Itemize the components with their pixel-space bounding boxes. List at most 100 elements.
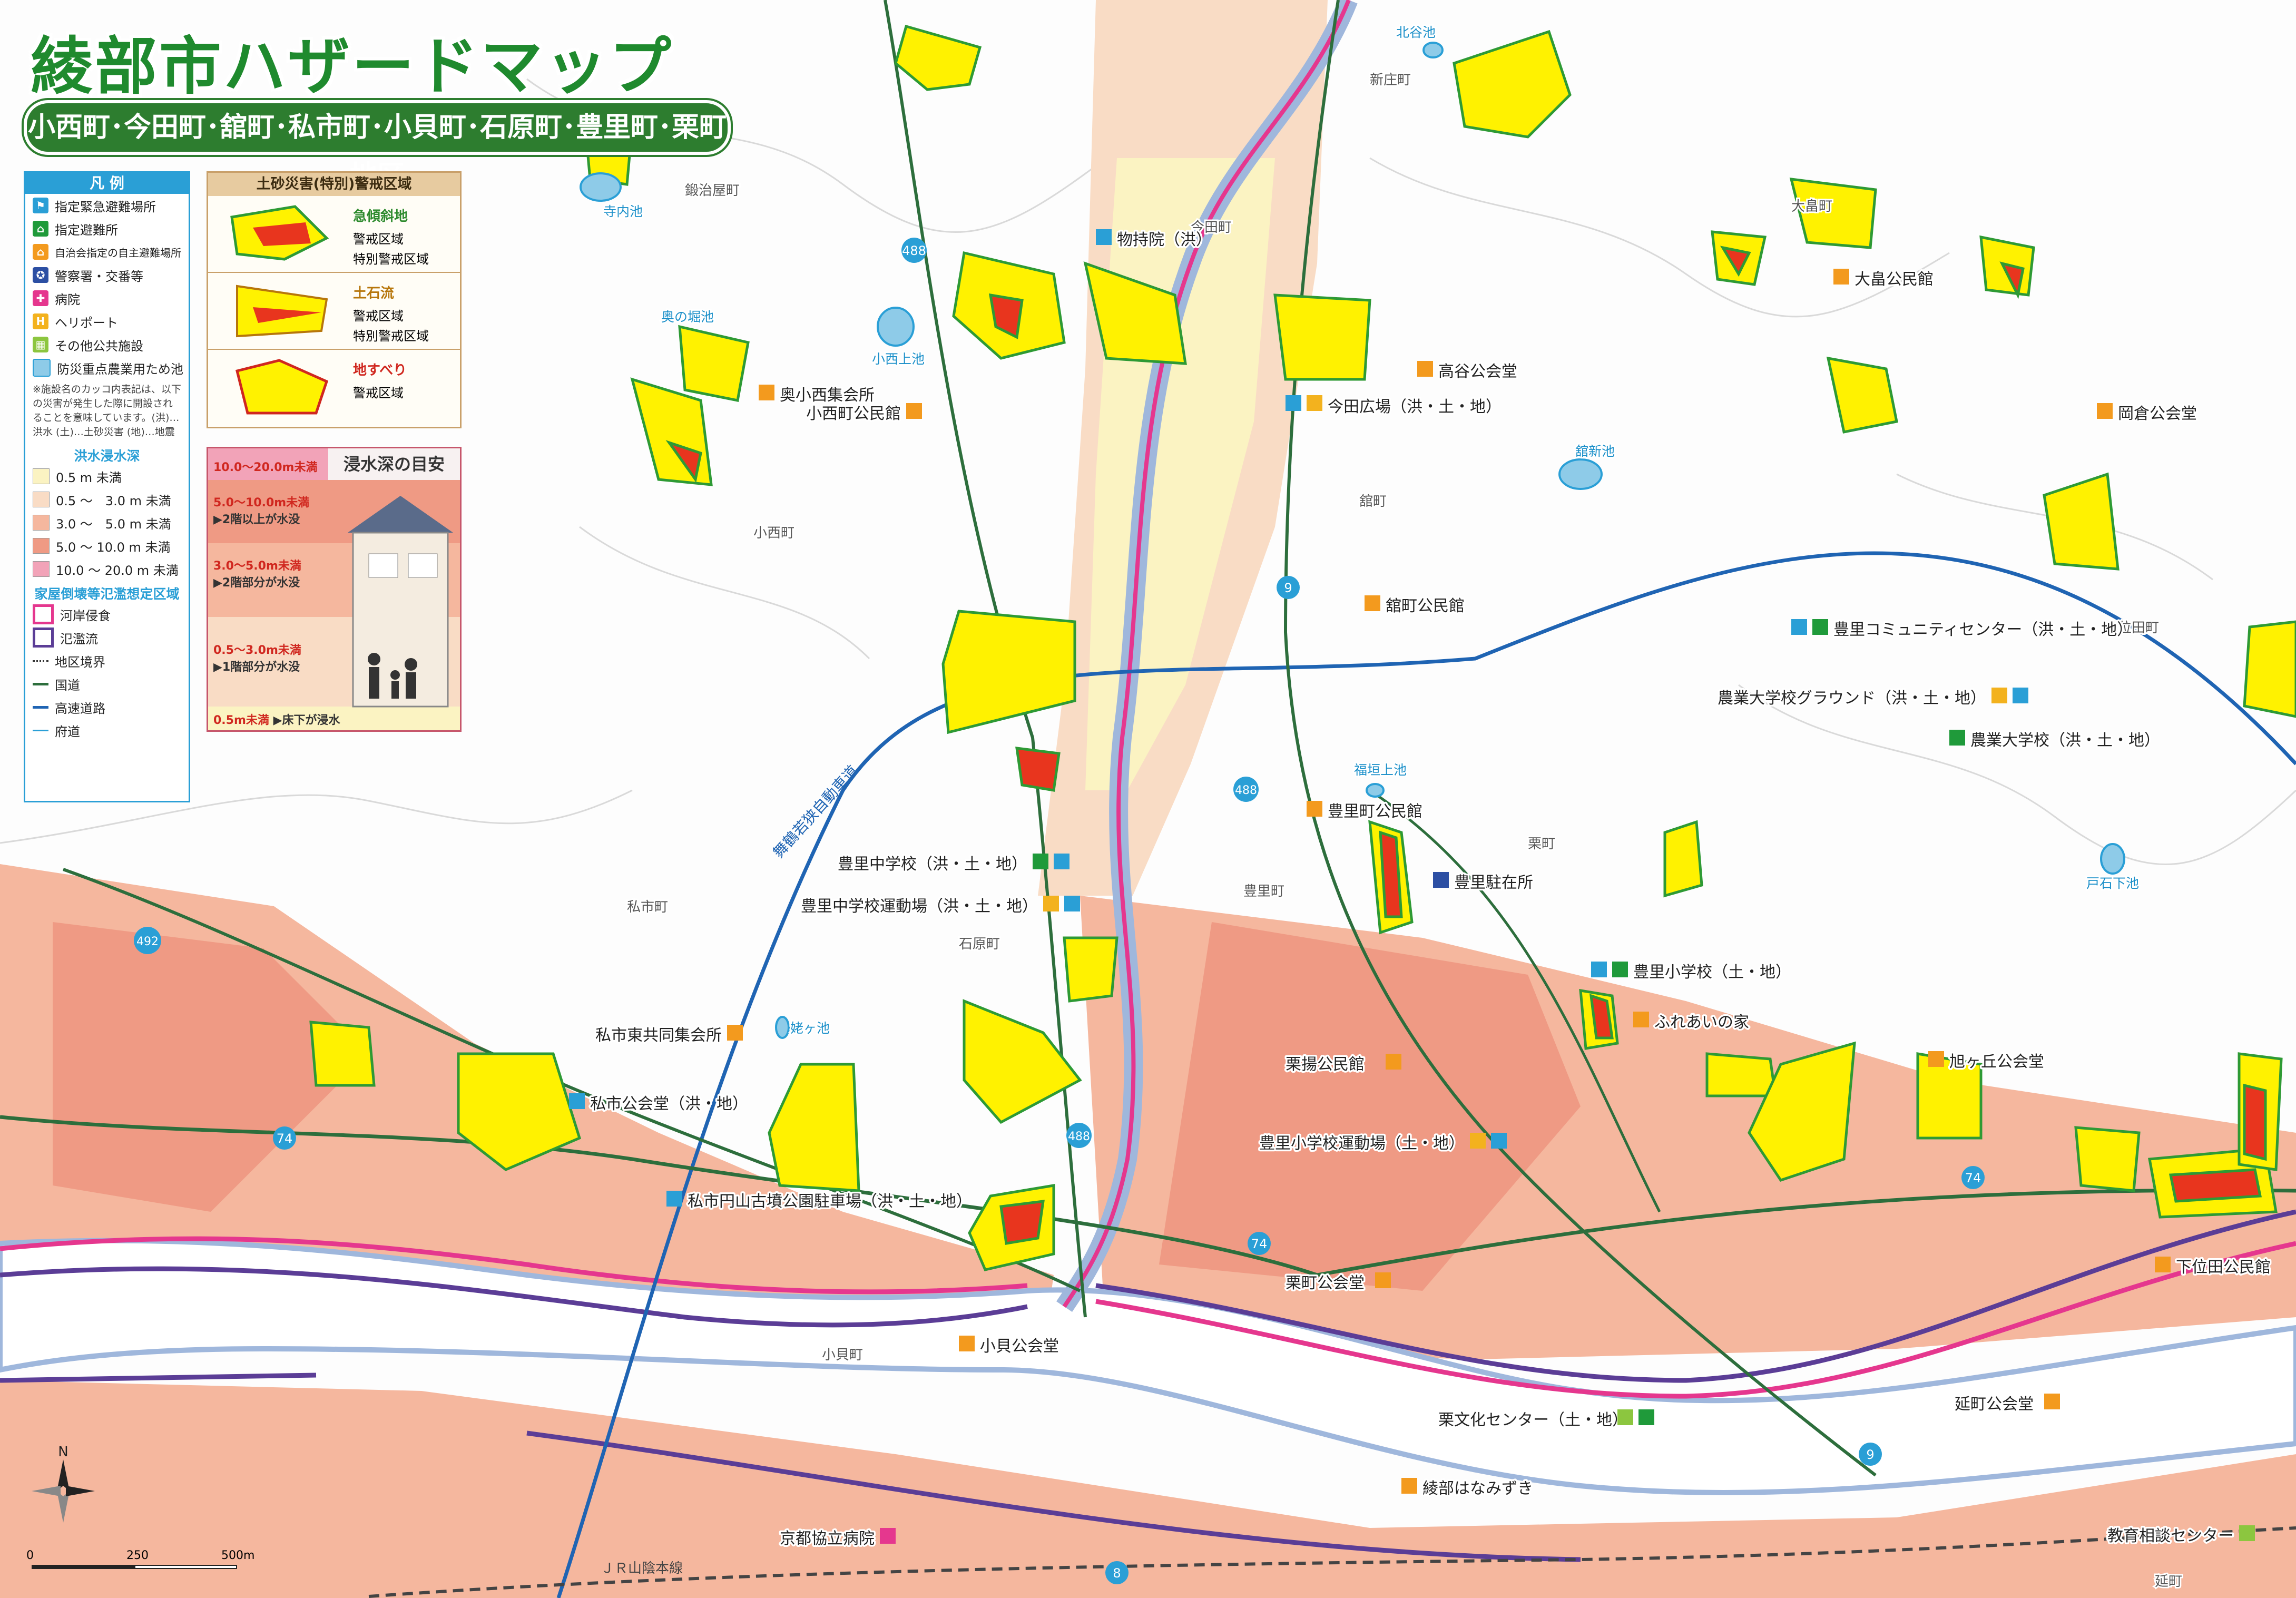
place-label: 私市町 [627, 899, 668, 915]
facility-label: 私市公会堂（洪・地） [590, 1095, 748, 1113]
road-number: 9 [1866, 1447, 1874, 1462]
community-shelter-icon [959, 1336, 975, 1351]
community-shelter-icon [1386, 1054, 1401, 1070]
pond-labels: 寺内池 北谷池 奥の堀池 小西上池 舘新池 福垣上池 姥ヶ池 戸石下池 [602, 23, 2141, 1037]
community-shelter-icon [2044, 1394, 2060, 1409]
svg-text:N: N [58, 1444, 68, 1460]
community-shelter-icon [1365, 595, 1380, 611]
emergency-evacuation-site-icon [2013, 688, 2028, 703]
sediment-legend: 土砂災害(特別)警戒区域 急傾斜地 警戒区域 特別警戒区域 土石流 警戒区域 特… [207, 171, 462, 428]
place-label: 小貝町 [822, 1347, 863, 1363]
public-facility-icon [1617, 1409, 1633, 1425]
collapse-item: 河岸侵食 [25, 603, 189, 626]
pond-label: 北谷池 [1396, 25, 1436, 40]
pond-label: 舘新池 [1575, 444, 1615, 459]
heliport-icon [1991, 688, 2007, 703]
flood-severe-west [53, 922, 369, 1212]
road-number: 488 [1235, 784, 1257, 797]
legend-note: ※施設名のカッコ内表記は、以下の災害が発生した際に開設されることを意味しています… [33, 384, 181, 438]
national-road-icon [33, 682, 48, 685]
flood-depth-item: 0.5 m 未満 [25, 465, 189, 488]
sediment-group: 地すべり 警戒区域 [208, 350, 460, 426]
facility-label: 栗揚公民館 [1286, 1055, 1365, 1074]
collapse-header: 家屋倒壊等氾濫想定区域 [34, 586, 180, 602]
designated-shelter-icon [1033, 854, 1048, 869]
facility-label: 農業大学校（洪・土・地） [1970, 731, 2160, 750]
community-shelter-icon [2097, 403, 2113, 419]
sediment-zones [309, 24, 2296, 1271]
emergency-evacuation-site-icon [1791, 619, 1807, 635]
place-labels: 鍛治屋町 今田町 新庄町 大畠町 小西町 舘町 位田町 私市町 石原町 豊里町 … [625, 71, 2184, 1591]
depth-band: 3.0～5.0m未満▶2階部分が水没 [213, 560, 301, 590]
facility-label: 小西町公民館 [806, 405, 901, 423]
designated-shelter-icon [1812, 619, 1828, 635]
place-label: 今田町 [1191, 220, 1232, 236]
pond-label: 寺内池 [603, 204, 643, 219]
facility-label: 綾部はなみずき [1422, 1479, 1533, 1498]
community-shelter-icon [906, 403, 922, 419]
facility-label: 奥小西集会所 [780, 386, 875, 405]
line-legend-item: 府道 [25, 719, 189, 742]
facility-label: 農業大学校グラウンド（洪・土・地） [1718, 689, 1986, 708]
designated-shelter-icon: ⌂ [33, 221, 48, 237]
police-icon [1433, 872, 1449, 888]
place-label: 石原町 [959, 936, 1000, 952]
depth-band: 0.5m未満 ▶床下が浸水 [213, 714, 340, 727]
pond-label: 小西上池 [872, 351, 925, 367]
road-number: 492 [136, 935, 159, 948]
facility-label: 私市円山古墳公園駐車場（洪・土・地） [688, 1192, 972, 1211]
legend-item: ⚑指定緊急避難場所 [25, 194, 189, 217]
emergency-evacuation-site-icon [1491, 1133, 1507, 1149]
community-shelter-icon [1417, 361, 1433, 377]
depth-band: 5.0～10.0m未満▶2階以上が水没 [213, 496, 310, 526]
place-label: 豊里町 [1243, 884, 1284, 899]
facility-label: 豊里中学校（洪・土・地） [838, 855, 1027, 874]
designated-shelter-icon [1638, 1409, 1654, 1425]
community-shelter-icon [727, 1025, 743, 1041]
facility-label: 豊里町公民館 [1328, 802, 1422, 821]
prefectural-road-icon [33, 729, 48, 731]
facility-label: 豊里駐在所 [1454, 874, 1533, 892]
pond-label: 福垣上池 [1354, 762, 1407, 778]
facility-label: 京都協立病院 [780, 1530, 875, 1548]
north-arrow-icon: N [32, 1444, 95, 1523]
facility-label: 私市東共同集会所 [595, 1026, 722, 1045]
facility-label: 高谷公会堂 [1438, 362, 1517, 381]
road-number: 74 [1965, 1171, 1981, 1185]
emergency-evacuation-site-icon [666, 1191, 682, 1207]
emergency-evacuation-site-icon: ⚑ [33, 198, 48, 213]
heliport-icon: H [33, 313, 48, 329]
collapse-zones [0, 1209, 2296, 1562]
place-label: 鍛治屋町 [685, 183, 740, 199]
legend-item: ▦その他公共施設 [25, 333, 189, 356]
scale-bar: 0 250 500m [26, 1549, 254, 1581]
facility-label: 栗町公会堂 [1286, 1274, 1365, 1292]
facility-label: 小貝公会堂 [980, 1337, 1059, 1356]
flood-depth-item: 5.0 ～ 10.0 m 未満 [25, 534, 189, 557]
road-number: 488 [1068, 1130, 1090, 1143]
facility-label: 下位田公民館 [2176, 1258, 2271, 1277]
ponds [580, 42, 2125, 1039]
facility-label: 大畠公民館 [1855, 270, 1934, 289]
collapse-item: 氾濫流 [25, 626, 189, 649]
facility-label: ふれあいの家 [1654, 1013, 1749, 1032]
flood-depth-header: 洪水浸水深 [74, 448, 140, 464]
emergency-evacuation-site-icon [569, 1093, 585, 1109]
district-boundary-icon [33, 660, 48, 662]
legend-item: ✚病院 [25, 287, 189, 310]
community-shelter-icon [1307, 801, 1322, 817]
depth-band: 0.5～3.0m未満▶1階部分が水没 [213, 644, 301, 674]
flood-depth-item: 10.0 ～ 20.0 m 未満 [25, 557, 189, 581]
emergency-evacuation-site-icon [1286, 395, 1301, 411]
community-shelter-icon [1833, 269, 1849, 285]
community-shelter-icon [1375, 1272, 1391, 1288]
railway-line [368, 1526, 2296, 1598]
road-number: 9 [1284, 581, 1292, 595]
community-shelter-icon [1633, 1012, 1649, 1027]
place-label: 位田町 [2118, 620, 2159, 636]
legend-item: ⌂指定避難所 [25, 217, 189, 240]
legend-panel: 凡 例 ⚑指定緊急避難場所 ⌂指定避難所 ⌂自治会指定の自主避難場所 ✪警察署・… [24, 171, 190, 802]
police-icon: ✪ [33, 267, 48, 283]
